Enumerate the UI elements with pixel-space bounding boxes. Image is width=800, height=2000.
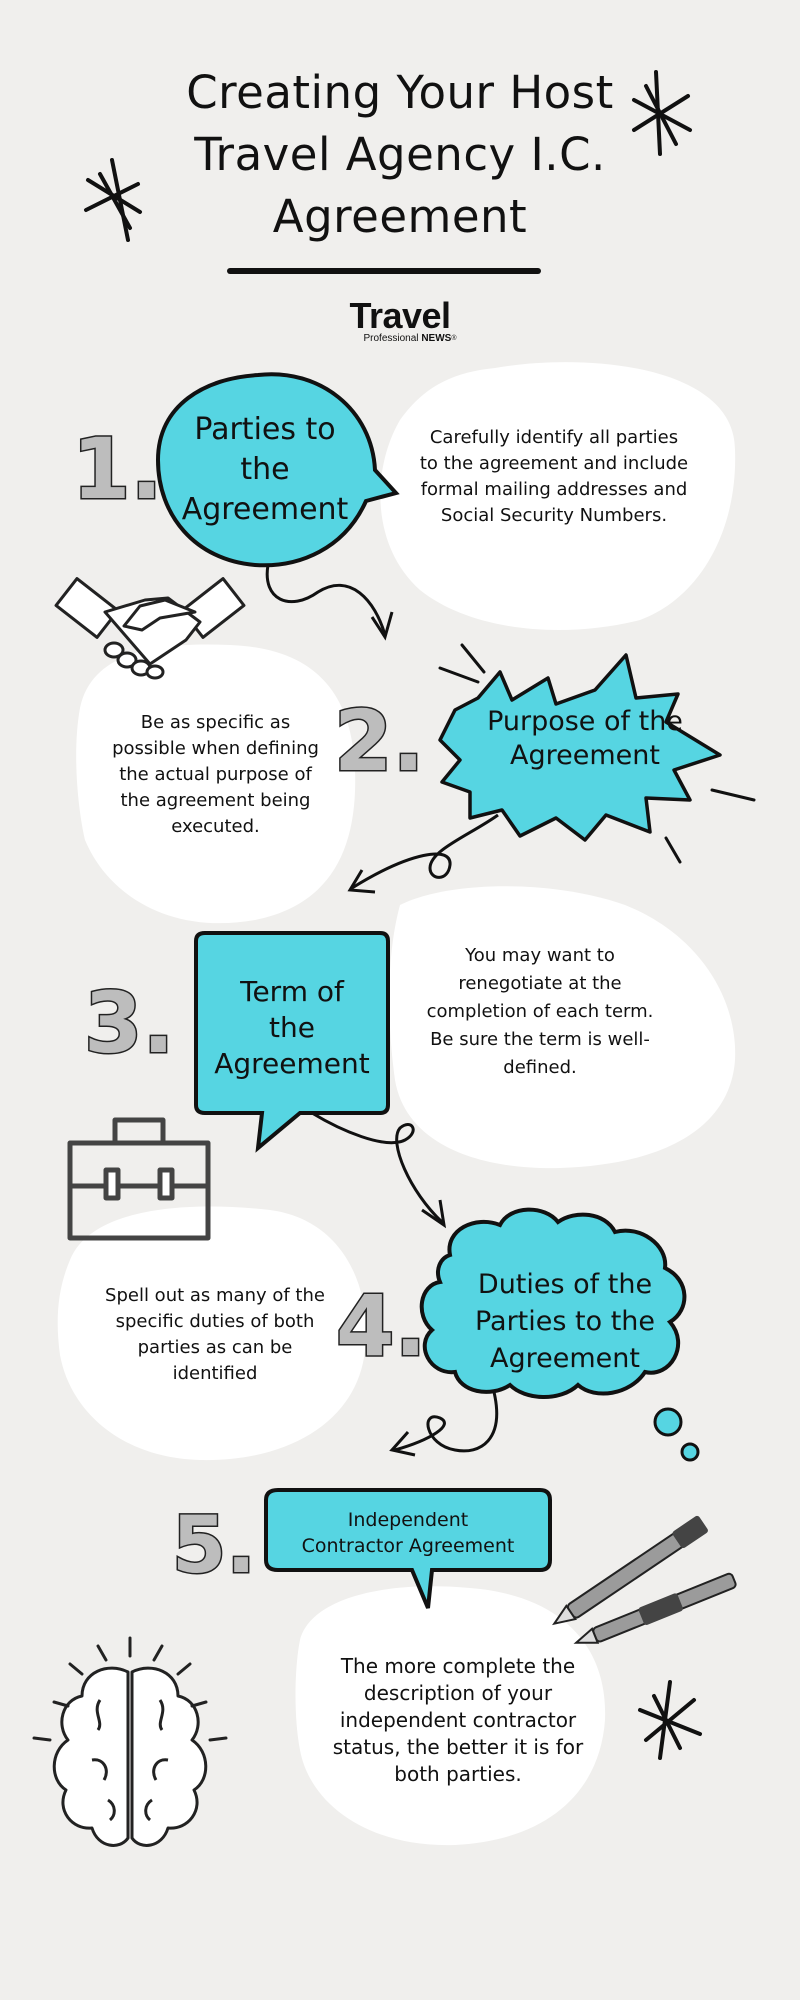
logo-sub-prefix: Professional	[363, 333, 419, 344]
sparkle-icon	[632, 70, 692, 156]
step-4-description: Spell out as many of the specific duties…	[105, 1285, 325, 1384]
briefcase-icon	[67, 1117, 211, 1241]
step-3-heading: Term of the Agreement	[214, 975, 370, 1080]
step-number-3: 3.	[84, 974, 174, 1072]
step-4-heading: Duties of the Parties to the Agreement	[474, 1269, 656, 1374]
step-3-description: You may want to renegotiate at the compl…	[426, 945, 654, 1078]
curly-arrow-1	[265, 564, 387, 636]
step-number-4: 4.	[336, 1277, 426, 1375]
sparkle-icon	[638, 1680, 702, 1760]
curly-arrow-2	[351, 813, 499, 890]
handshake-icon	[54, 577, 246, 680]
brain-icon	[52, 1666, 208, 1847]
step-5-heading: Independent Contractor Agreement	[301, 1509, 515, 1557]
burst-bubble-2	[438, 653, 722, 842]
step-2-heading: Purpose of the Agreement	[487, 706, 683, 771]
white-blob-1	[380, 362, 736, 630]
curly-arrow-3	[311, 1111, 444, 1224]
step-number-1: 1.	[72, 420, 162, 518]
step-1-heading: Parties to the Agreement	[181, 412, 349, 527]
thought-dot-large	[653, 1407, 683, 1437]
white-blob-4	[57, 1206, 367, 1461]
pens-icon	[552, 1515, 737, 1644]
sparkle-icon	[84, 158, 142, 242]
step-2-description: Be as specific as possible when defining…	[112, 712, 319, 837]
speech-bubble-1	[155, 372, 400, 568]
step-number-2: 2.	[334, 692, 424, 790]
thought-dot-small	[680, 1442, 700, 1462]
thought-cloud-4	[419, 1207, 687, 1399]
step-1-description: Carefully identify all parties to the ag…	[419, 427, 689, 526]
speech-bubble-3	[194, 931, 390, 1153]
white-blob-2	[76, 644, 356, 924]
logo-registered-mark: ®	[451, 335, 457, 342]
logo-subline: Professional NEWS®	[320, 333, 480, 345]
title-line-2: Travel Agency I.C.	[194, 128, 606, 181]
step-5-description: The more complete the description of you…	[332, 1654, 584, 1786]
title-underline	[227, 268, 541, 274]
step-number-5: 5.	[172, 1501, 256, 1591]
logo-wordmark: Travel	[349, 295, 451, 336]
title-line-3: Agreement	[272, 190, 528, 243]
curly-arrow-4	[394, 1391, 499, 1453]
white-blob-5	[295, 1586, 606, 1846]
white-blob-3	[389, 886, 736, 1169]
brand-logo: Travel Professional NEWS®	[320, 298, 480, 345]
burst-lines	[438, 643, 756, 864]
speech-bubble-5	[264, 1488, 552, 1609]
brain-rays	[32, 1636, 228, 1742]
title-line-1: Creating Your Host	[186, 66, 614, 119]
page-title: Creating Your Host Travel Agency I.C. Ag…	[130, 62, 670, 248]
logo-sub-suffix: NEWS	[421, 333, 452, 344]
